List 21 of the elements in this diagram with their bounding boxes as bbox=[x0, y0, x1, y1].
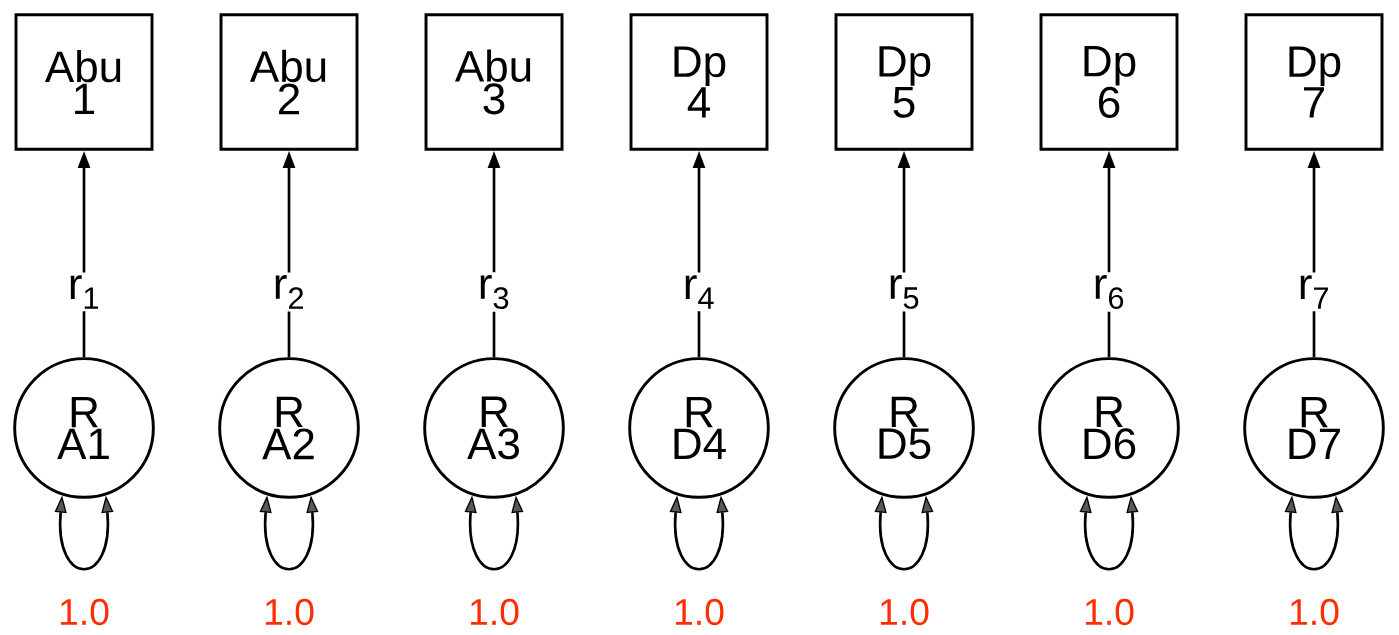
edge-label: 1.0 bbox=[60, 598, 109, 626]
edge-label: 1.0 bbox=[1290, 598, 1339, 626]
edge-label: r$_{2}$ bbox=[270, 272, 308, 312]
label-box: Dp 7 bbox=[1244, 13, 1384, 151]
edge-label: 1.0 bbox=[880, 598, 929, 626]
edge-label: 1.0 bbox=[470, 598, 519, 626]
label-box: Abu 1 bbox=[14, 13, 154, 151]
label-box: Abu 2 bbox=[219, 13, 359, 151]
edge-label: r$_{1}$ bbox=[65, 272, 103, 312]
edge-label: 1.0 bbox=[675, 598, 724, 626]
edge-label: r$_{5}$ bbox=[885, 272, 923, 312]
label-box: Dp 4 bbox=[629, 13, 769, 151]
edge-label: r$_{6}$ bbox=[1090, 272, 1128, 312]
edge-label: r$_{4}$ bbox=[680, 272, 718, 312]
label-box: Dp 5 bbox=[834, 13, 974, 151]
edge-label: r$_{3}$ bbox=[475, 272, 513, 312]
label-box: Dp 6 bbox=[1039, 13, 1179, 151]
edge-label: 1.0 bbox=[1085, 598, 1134, 626]
edge-label: 1.0 bbox=[265, 598, 314, 626]
label-box: Abu 3 bbox=[424, 13, 564, 151]
edge-label: r$_{7}$ bbox=[1295, 272, 1333, 312]
